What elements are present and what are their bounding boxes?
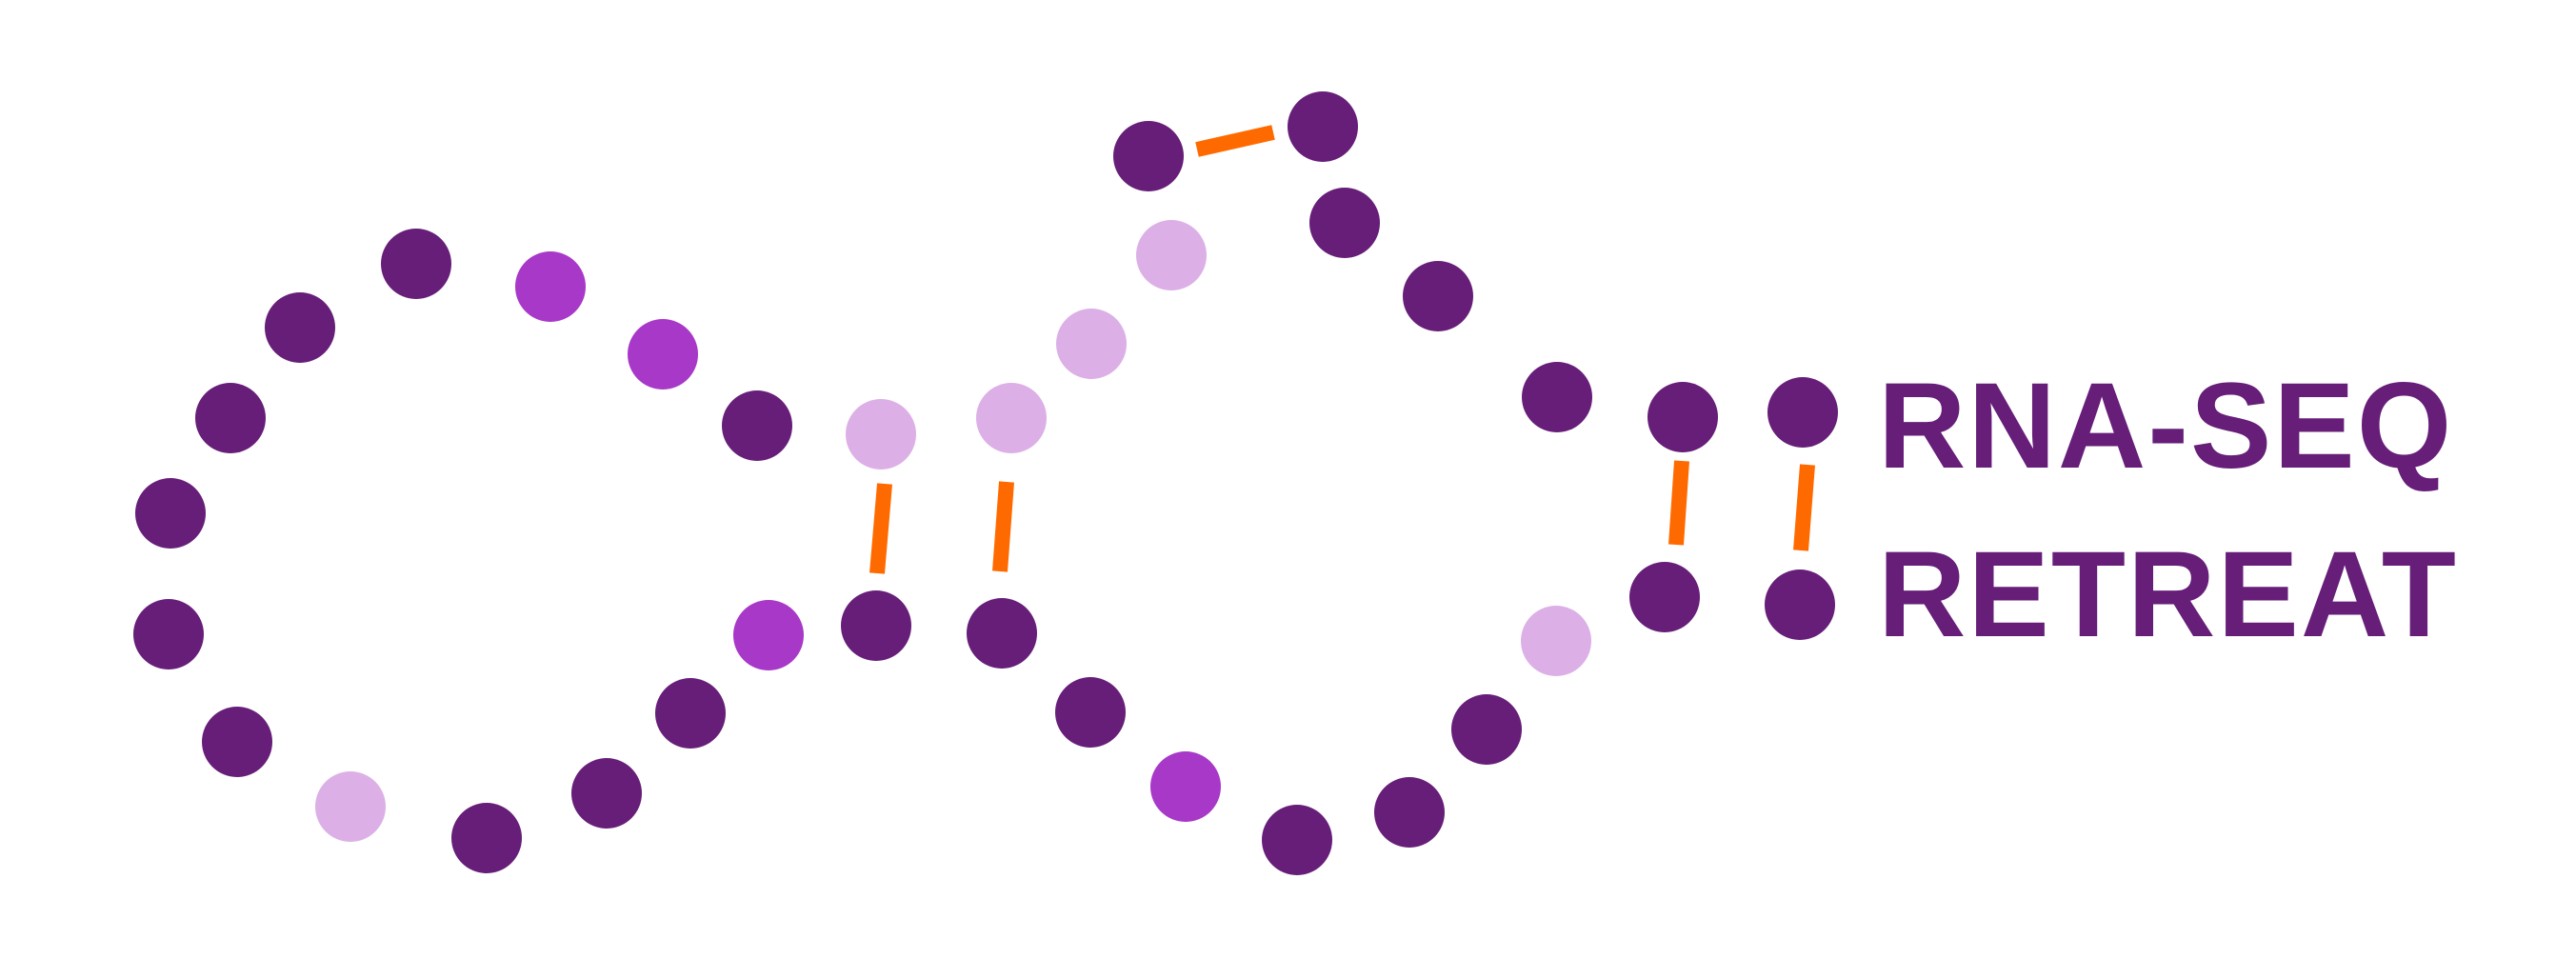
rna-bead-33 — [1521, 606, 1591, 676]
rna-bead-30 — [1262, 805, 1332, 875]
rna-bead-24 — [655, 678, 726, 749]
rna-bead-31 — [1374, 777, 1445, 848]
rna-bead-29 — [1150, 751, 1221, 822]
rna-bead-4 — [722, 390, 792, 461]
rna-bead-11 — [1309, 188, 1380, 258]
rna-bead-27 — [967, 598, 1037, 669]
rna-bead-16 — [265, 292, 335, 363]
logo-title-retreat: RETREAT — [1878, 527, 2458, 663]
rna-bead-15 — [1767, 377, 1838, 448]
base-pair-bond-2 — [869, 483, 892, 574]
base-pair-bonds — [869, 125, 1815, 574]
rna-bead-34 — [1629, 562, 1700, 632]
rna-bead-23 — [571, 758, 642, 829]
base-pair-bond-4 — [1668, 460, 1689, 546]
rna-bead-18 — [135, 478, 206, 549]
rna-bead-1 — [381, 229, 451, 299]
rna-bead-12 — [1403, 261, 1473, 331]
rna-strand-beads — [133, 91, 1838, 875]
base-pair-bond-3 — [992, 481, 1014, 572]
rna-bead-35 — [1765, 569, 1835, 640]
rna-bead-9 — [1113, 121, 1184, 191]
rna-bead-13 — [1522, 362, 1592, 432]
rna-bead-26 — [841, 590, 911, 661]
rna-bead-19 — [133, 599, 204, 669]
rna-bead-5 — [846, 399, 916, 470]
rna-bead-3 — [628, 319, 698, 390]
rna-bead-32 — [1451, 694, 1522, 765]
rna-bead-8 — [1136, 220, 1207, 290]
base-pair-bond-5 — [1793, 464, 1815, 551]
rna-bead-10 — [1288, 91, 1358, 162]
rna-bead-2 — [515, 251, 586, 322]
rna-bead-7 — [1056, 309, 1127, 379]
rna-bead-14 — [1647, 382, 1718, 452]
base-pair-bond-1 — [1195, 125, 1275, 157]
rna-bead-17 — [195, 383, 266, 453]
rna-bead-6 — [976, 383, 1047, 453]
rna-bead-22 — [451, 803, 522, 873]
rna-bead-21 — [315, 771, 386, 842]
rna-bead-20 — [202, 707, 272, 777]
rna-bead-25 — [733, 600, 804, 670]
logo-title-rna-seq: RNA-SEQ — [1878, 358, 2453, 494]
rna-bead-28 — [1055, 677, 1126, 748]
